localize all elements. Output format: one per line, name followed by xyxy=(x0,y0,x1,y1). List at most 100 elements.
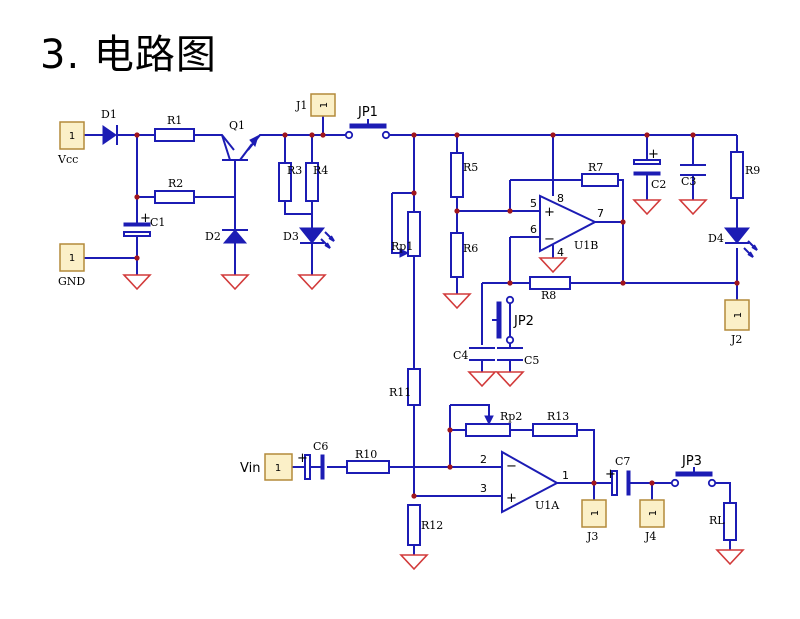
c1-plus: + xyxy=(140,211,151,226)
connector-gnd xyxy=(59,243,85,272)
u1a-label: U1A xyxy=(535,499,560,512)
c2-label: C2 xyxy=(651,178,666,191)
j3-label: J3 xyxy=(586,530,598,543)
r6-label: R6 xyxy=(463,242,478,255)
gnd-pin: 1 xyxy=(69,253,75,264)
c7-plus: + xyxy=(605,467,616,482)
u1b-minus: − xyxy=(544,232,555,247)
u1b-pin5: 5 xyxy=(530,197,537,210)
r9-label: R9 xyxy=(745,164,760,177)
ground-icon xyxy=(220,274,250,291)
led-d4-icon xyxy=(723,227,751,244)
ground-icon xyxy=(632,199,662,216)
gnd-label: GND xyxy=(58,275,85,288)
q1-label: Q1 xyxy=(229,119,245,132)
j1-label: J1 xyxy=(295,99,307,112)
c5-label: C5 xyxy=(524,354,539,367)
resistor-rl xyxy=(723,502,737,541)
c7-label: C7 xyxy=(615,455,630,468)
opamp-u1b-icon xyxy=(539,194,598,253)
connector-j1 xyxy=(310,93,336,117)
resistor-r2 xyxy=(154,190,195,204)
opamp-u1a-icon xyxy=(501,450,560,514)
d3-label: D3 xyxy=(283,230,299,243)
rp2-label: Rp2 xyxy=(500,410,522,423)
r13-label: R13 xyxy=(547,410,569,423)
u1a-pin1: 1 xyxy=(562,469,569,482)
r2-label: R2 xyxy=(168,177,183,190)
vcc-pin: 1 xyxy=(69,131,75,142)
connectors xyxy=(59,93,750,528)
c3-label: C3 xyxy=(681,175,696,188)
resistor-r1 xyxy=(154,128,195,142)
resistor-r9 xyxy=(730,151,744,199)
u1b-pin7: 7 xyxy=(597,207,604,220)
switches xyxy=(344,119,717,488)
j2-label: J2 xyxy=(730,333,742,346)
r10-label: R10 xyxy=(355,448,377,461)
ground-icon xyxy=(442,293,472,310)
resistor-r5 xyxy=(450,152,464,198)
u1b-pin6: 6 xyxy=(530,223,537,236)
resistors xyxy=(154,128,744,546)
transistor-q1-icon xyxy=(221,134,259,161)
c1-label: C1 xyxy=(150,216,165,229)
resistor-r12 xyxy=(407,504,421,546)
r12-label: R12 xyxy=(421,519,443,532)
resistor-r13 xyxy=(532,423,578,437)
connector-j4 xyxy=(639,499,665,528)
c6-label: C6 xyxy=(313,440,328,453)
ground-icon xyxy=(678,199,708,216)
r7-label: R7 xyxy=(588,161,603,174)
ground-icon xyxy=(715,549,745,566)
resistor-rp1 xyxy=(407,211,421,257)
j4-pin: 1 xyxy=(648,510,659,516)
resistor-r6 xyxy=(450,232,464,278)
j4-label: J4 xyxy=(644,530,656,543)
connector-vcc xyxy=(59,121,85,150)
rp1-label: Rp1 xyxy=(391,240,413,253)
u1a-pin2: 2 xyxy=(480,453,487,466)
ground-icon xyxy=(467,371,497,388)
ground-icon xyxy=(399,554,429,571)
u1b-pin8: 8 xyxy=(557,192,564,205)
j3-pin: 1 xyxy=(590,510,601,516)
resistor-r11 xyxy=(407,368,421,406)
rl-label: RL xyxy=(709,514,725,527)
c6-plus: + xyxy=(297,451,308,466)
r4-label: R4 xyxy=(313,164,328,177)
zener-d2-icon xyxy=(222,229,248,244)
led-d3-icon xyxy=(298,227,326,244)
ground-icon xyxy=(538,257,568,274)
connector-vin xyxy=(264,453,293,481)
u1b-label: U1B xyxy=(574,239,598,252)
wires xyxy=(84,116,738,555)
op-amps xyxy=(501,194,598,514)
u1a-minus: − xyxy=(506,459,517,474)
resistor-r8 xyxy=(529,276,571,290)
connector-j2 xyxy=(724,299,750,331)
jp1-label: JP1 xyxy=(357,105,378,120)
resistor-r10 xyxy=(346,460,390,474)
vin-label: Vin xyxy=(240,461,260,476)
page-title: 3. 电路图 xyxy=(40,32,217,78)
j2-pin: 1 xyxy=(733,312,744,318)
junction-dots xyxy=(134,132,740,499)
d1-label: D1 xyxy=(101,108,117,121)
u1a-pin3: 3 xyxy=(480,482,487,495)
c4-label: C4 xyxy=(453,349,468,362)
vcc-label: Vcc xyxy=(57,153,78,166)
resistor-rp2 xyxy=(465,423,511,437)
c2-plus: + xyxy=(648,147,659,162)
r5-label: R5 xyxy=(463,161,478,174)
u1b-plus: + xyxy=(544,205,555,220)
ground-symbols xyxy=(122,199,745,571)
diode-d1-icon xyxy=(102,125,117,145)
diodes xyxy=(102,125,758,258)
r11-label: R11 xyxy=(389,386,411,399)
resistor-r4 xyxy=(305,162,319,202)
resistor-r7 xyxy=(581,173,619,187)
u1a-plus: + xyxy=(506,491,517,506)
ground-icon xyxy=(122,274,152,291)
